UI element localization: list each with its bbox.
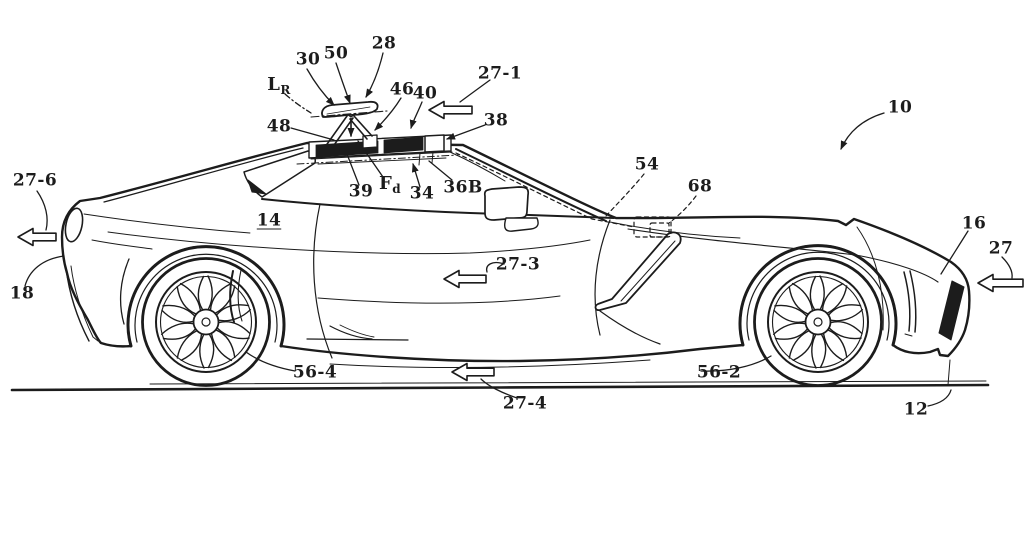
leader-56-2 — [700, 355, 772, 372]
leader-48 — [290, 127, 335, 141]
airfoil — [321, 100, 379, 118]
ref-label-34: 34 — [409, 183, 435, 204]
leader-27-4 — [480, 378, 518, 399]
leader-68 — [668, 195, 697, 224]
ref-label-10: 10 — [887, 97, 913, 118]
ref-label-LR: LR — [267, 74, 291, 97]
ref-label-50: 50 — [323, 43, 349, 64]
front-wheel — [753, 257, 883, 387]
ref-label-14: 14 — [256, 210, 282, 231]
leader-34 — [411, 163, 421, 188]
leader-27 — [1001, 256, 1013, 279]
front-fascia-details — [856, 226, 965, 386]
leader-36B — [428, 160, 453, 181]
ref-label-54: 54 — [634, 154, 660, 175]
leader-54 — [605, 173, 645, 217]
reference-line-LR — [310, 110, 388, 118]
leader-39 — [344, 148, 360, 186]
ref-label-48: 48 — [266, 116, 292, 137]
leader-27-6 — [36, 190, 48, 231]
hidden-module — [455, 152, 697, 238]
side-mirror — [483, 186, 539, 232]
rear-glass-inner-line — [103, 147, 304, 203]
end-bracket — [424, 134, 445, 153]
ref-label-27-3: 27-3 — [495, 254, 541, 275]
door-seams — [313, 203, 611, 359]
ref-label-56-2: 56-2 — [696, 362, 742, 383]
flow-arrow-27-6 — [17, 227, 57, 247]
body-creases — [107, 198, 939, 304]
leader-40 — [409, 101, 423, 129]
grille-inlet — [938, 280, 965, 341]
windshield-pillar — [449, 148, 607, 222]
road-surface — [10, 380, 990, 392]
leader-LR — [284, 93, 312, 114]
ref-label-28: 28 — [371, 33, 397, 54]
leader-56-4 — [245, 351, 296, 372]
airflow-arrows — [17, 100, 1024, 382]
ref-label-16: 16 — [961, 213, 987, 234]
ref-label-27-4: 27-4 — [502, 393, 548, 414]
ref-label-39: 39 — [348, 181, 374, 202]
quarter-window — [243, 150, 316, 198]
wheel-arches — [126, 244, 898, 348]
quarter-vent-slit — [119, 258, 243, 325]
leader-28 — [365, 52, 384, 98]
roof-airfoil-assembly — [296, 100, 459, 166]
leader-lines — [24, 52, 1013, 407]
leader-16 — [940, 230, 969, 275]
support-strut — [320, 110, 378, 151]
ref-label-68: 68 — [687, 176, 713, 197]
ref-label-18: 18 — [9, 283, 35, 304]
headlight-slit — [903, 271, 911, 332]
rear-wheel — [141, 257, 271, 387]
ref-label-Fd: Fd — [379, 173, 401, 196]
ref-label-27-6: 27-6 — [12, 170, 58, 191]
rear-end-details — [64, 207, 251, 342]
ref-label-36B: 36B — [443, 177, 483, 198]
leader-Fd — [357, 140, 384, 178]
leader-10 — [840, 112, 885, 150]
leader-46 — [374, 97, 402, 131]
rocker-panel — [306, 310, 661, 368]
tail-lamp — [64, 207, 84, 243]
flow-arrow-27-4 — [451, 362, 495, 382]
roof-opening-right — [383, 136, 424, 154]
leader-27-3 — [486, 261, 505, 273]
ref-label-46: 46 — [389, 79, 415, 100]
ref-label-38: 38 — [483, 110, 509, 131]
ref-label-30: 30 — [295, 49, 321, 70]
ref-label-40: 40 — [412, 83, 438, 104]
leader-27-1 — [459, 79, 491, 103]
ref-label-27-1: 27-1 — [477, 63, 523, 84]
flow-arrow-27-1 — [428, 100, 473, 120]
fender-vent — [594, 231, 682, 312]
ref-label-56-4: 56-4 — [292, 362, 338, 383]
flow-arrow-27 — [977, 273, 1024, 293]
leader-18 — [24, 255, 65, 287]
ref-label-12: 12 — [903, 399, 929, 420]
leader-50 — [335, 62, 351, 104]
ref-label-27: 27 — [988, 238, 1014, 259]
leader-38 — [446, 124, 486, 140]
leader-12 — [927, 389, 952, 407]
leader-30 — [306, 68, 335, 106]
flow-arrow-27-3 — [443, 269, 487, 289]
